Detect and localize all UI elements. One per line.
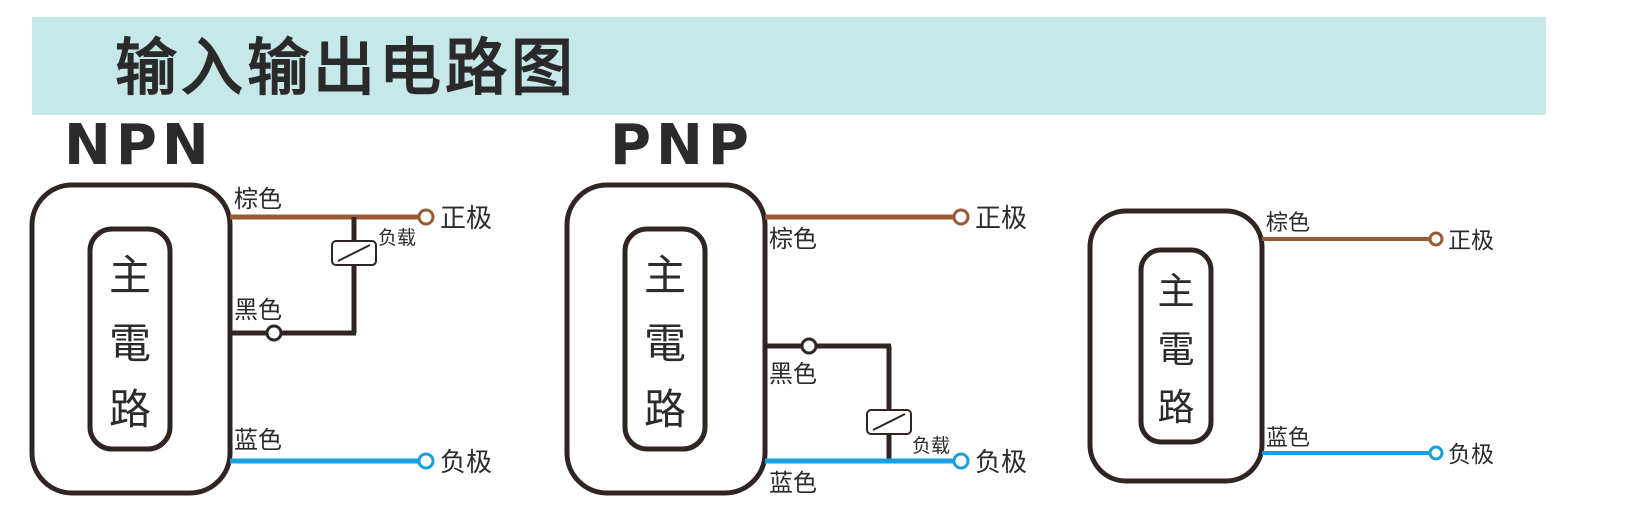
npn-negative-terminal: [417, 452, 435, 470]
pnp-blue-label: 蓝色: [769, 469, 817, 497]
npn-brown-label: 棕色: [234, 185, 282, 213]
pnp-sensor-body: [564, 182, 768, 496]
pnp-black-label: 黑色: [769, 360, 817, 388]
npn-output-terminal: [265, 324, 283, 342]
two-wire-positive-label: 正极: [1448, 228, 1494, 254]
npn-load-slash: [337, 244, 371, 262]
two-wire-positive-terminal: [1428, 231, 1444, 247]
pnp-load-label: 负载: [912, 435, 950, 457]
npn-black-label: 黑色: [234, 296, 282, 324]
pnp-brown-label: 棕色: [769, 225, 817, 253]
pnp-positive-terminal: [952, 208, 970, 226]
npn-type-label: NPN: [64, 113, 214, 178]
two-wire-circuit: 主 電 路 棕色 正极 蓝色 负极: [1087, 208, 1494, 484]
two-wire-negative-label: 负极: [1448, 442, 1494, 468]
pnp-core-char-1: 主: [644, 251, 686, 300]
two-wire-brown-label: 棕色: [1266, 211, 1310, 236]
pnp-output-terminal: [800, 337, 818, 355]
pnp-core-box: [622, 226, 708, 452]
title-banner: [32, 17, 1546, 115]
two-wire-sensor-body: [1087, 208, 1265, 484]
two-wire-negative-terminal: [1428, 445, 1444, 461]
npn-core-char-2: 電: [109, 319, 151, 368]
two-wire-blue-label: 蓝色: [1266, 426, 1310, 451]
two-wire-core-char-2: 電: [1158, 328, 1195, 371]
two-wire-core-char-3: 路: [1158, 386, 1195, 429]
npn-core-box: [87, 226, 173, 452]
npn-blue-label: 蓝色: [234, 426, 282, 454]
npn-positive-terminal: [417, 208, 435, 226]
npn-positive-label: 正极: [440, 204, 492, 234]
pnp-negative-terminal: [952, 452, 970, 470]
npn-circuit: NPN 主 電 路 棕色 正极 负载 黑色 蓝色 负极: [29, 113, 492, 496]
pnp-core-char-3: 路: [644, 385, 686, 434]
page-title: 输入输出电路图: [115, 31, 578, 104]
pnp-negative-label: 负极: [975, 448, 1027, 478]
npn-core-char-1: 主: [109, 251, 151, 300]
pnp-positive-label: 正极: [975, 204, 1027, 234]
npn-core-char-3: 路: [109, 385, 151, 434]
npn-load-label: 负载: [378, 227, 416, 249]
pnp-core-char-2: 電: [644, 319, 686, 368]
npn-negative-label: 负极: [440, 448, 492, 478]
pnp-type-label: PNP: [610, 113, 754, 178]
npn-sensor-body: [29, 182, 233, 496]
pnp-circuit: PNP 主 電 路 棕色 正极 黑色 负载 蓝色 负极: [564, 113, 1027, 497]
two-wire-core-box: [1138, 247, 1214, 445]
two-wire-core-char-1: 主: [1158, 270, 1195, 313]
pnp-load-slash: [872, 413, 906, 431]
